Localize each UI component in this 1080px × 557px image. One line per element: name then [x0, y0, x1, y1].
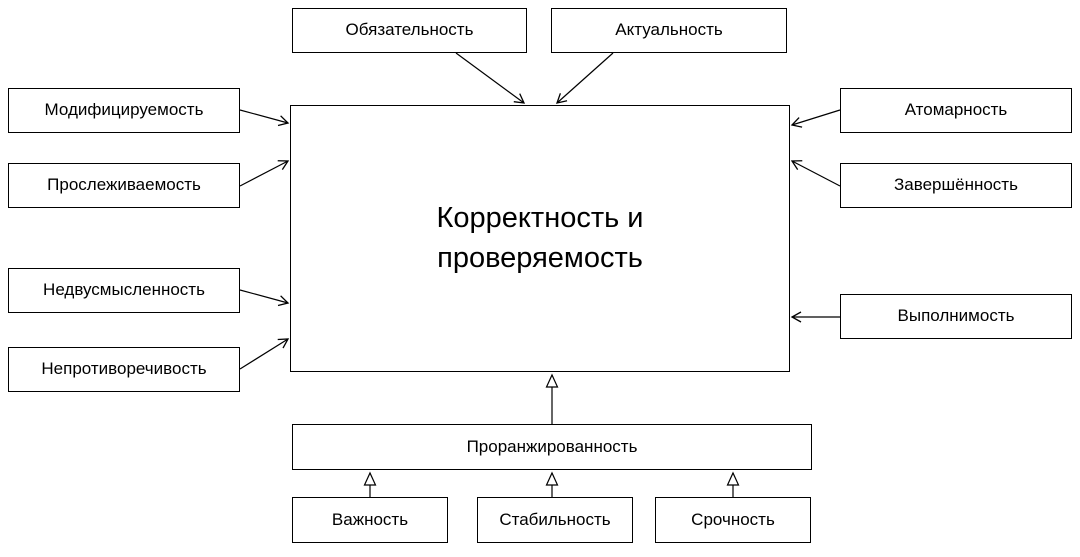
node-correctness-verifiability: Корректность и проверяемость [290, 105, 790, 372]
node-correctness-verifiability-label: Корректность и проверяемость [436, 202, 644, 274]
arrow-consistency-to-center [239, 338, 290, 370]
node-modifiability: Модифицируемость [8, 88, 240, 133]
arrow-traceability-to-center [239, 160, 290, 187]
node-obligation: Обязательность [292, 8, 527, 53]
node-urgency: Срочность [655, 497, 811, 543]
arrow-obligation-to-center [455, 52, 526, 104]
node-traceability: Прослеживаемость [8, 163, 240, 208]
node-importance: Важность [292, 497, 448, 543]
node-stability: Стабильность [477, 497, 633, 543]
node-feasibility: Выполнимость [840, 294, 1072, 339]
arrow-atomicity-to-center [790, 109, 841, 128]
node-unambiguity: Недвусмысленность [8, 268, 240, 313]
arrow-modifiability-to-center [239, 109, 290, 127]
node-ranking: Проранжированность [292, 424, 812, 470]
node-atomicity: Атомарность [840, 88, 1072, 133]
node-completeness: Завершённость [840, 163, 1072, 208]
arrow-completeness-to-center [790, 160, 841, 187]
node-relevance: Актуальность [551, 8, 787, 53]
arrow-unambiguity-to-center [239, 289, 290, 307]
arrow-relevance-to-center [556, 52, 614, 104]
node-consistency: Непротиворечивость [8, 347, 240, 392]
